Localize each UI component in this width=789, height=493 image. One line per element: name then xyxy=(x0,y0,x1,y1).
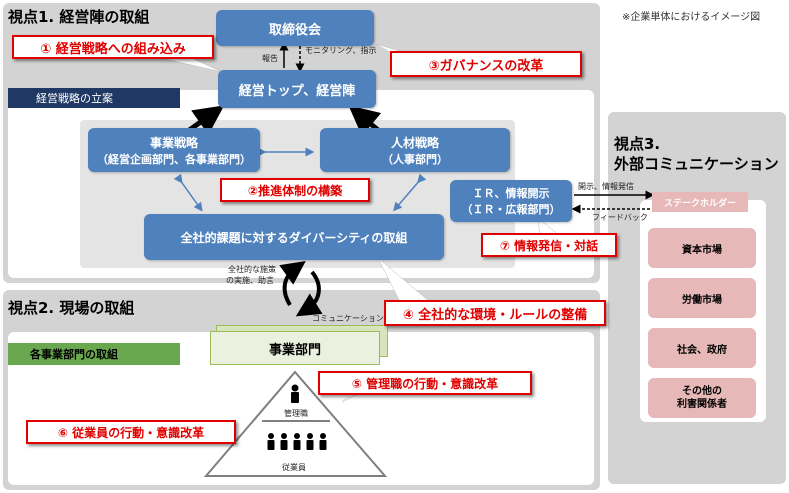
callout-2-label: ②推進体制の構築 xyxy=(247,183,343,198)
disclosure-label: 開示、情報発信 xyxy=(578,182,634,191)
measures-label-2: の実施、助言 xyxy=(226,276,274,285)
manager-person-icon xyxy=(291,384,299,403)
stakeholder-item-label: その他の利害関係者 xyxy=(677,386,727,410)
dept-label: 各事業部門の取組 xyxy=(8,343,180,365)
callout-7-label: ⑦ 情報発信・対話 xyxy=(499,238,599,253)
stakeholder-others: その他の利害関係者 xyxy=(648,378,756,418)
communication-label: コミュニケーション xyxy=(312,314,384,323)
employee-people-icon xyxy=(267,433,327,450)
business-dept-label: 事業部門 xyxy=(268,342,321,358)
feedback-label: フィードバック xyxy=(592,213,648,222)
view3-title-line2: 外部コミュニケーション xyxy=(614,155,779,173)
view3-title-line1: 視点3. xyxy=(614,135,661,153)
diversity-initiative-label: 全社的課題に対するダイバーシティの取組 xyxy=(180,230,408,245)
measures-label-1: 全社的な施策 xyxy=(228,265,276,274)
callout-3: ③ガバナンスの改革 xyxy=(390,51,582,77)
hr-strategy-label: 人材戦略 xyxy=(390,135,439,150)
managers-label: 管理職 xyxy=(284,409,308,418)
diversity-initiative-box: 全社的課題に対するダイバーシティの取組 xyxy=(144,214,444,260)
stakeholder-item-label: 社会、政府 xyxy=(677,344,727,356)
top-management-label: 経営トップ、経営陣 xyxy=(238,83,356,99)
business-dept-box: 事業部門 xyxy=(210,331,380,365)
business-strategy-box: 事業戦略 （経営企画部門、各事業部門） xyxy=(88,128,260,172)
ir-box: ＩＲ、情報開示 （ＩＲ・広報部門） xyxy=(450,180,572,222)
image-note: ※企業単体におけるイメージ図 xyxy=(622,12,761,23)
view2-title: 視点2. 現場の取組 xyxy=(8,299,135,317)
ir-label: ＩＲ、情報開示 xyxy=(472,187,550,200)
stakeholder-item-label: 労働市場 xyxy=(682,294,722,306)
stakeholder-capital-market: 資本市場 xyxy=(648,228,756,268)
business-strategy-sub: （経営企画部門、各事業部門） xyxy=(97,152,251,166)
view1-title: 視点1. 経営陣の取組 xyxy=(8,8,150,26)
strategy-label: 経営戦略の立案 xyxy=(8,88,180,108)
top-management-box: 経営トップ、経営陣 xyxy=(218,70,376,108)
stakeholder-header: ステークホルダー xyxy=(652,192,748,212)
monitoring-label: モニタリング、指示 xyxy=(305,46,377,55)
employees-label: 従業員 xyxy=(282,463,306,472)
report-label: 報告 xyxy=(262,54,278,63)
callout-6-label: ⑥ 従業員の行動・意識改革 xyxy=(57,425,205,440)
business-strategy-label: 事業戦略 xyxy=(149,135,198,150)
stakeholder-item-label: 資本市場 xyxy=(682,244,722,256)
callout-1: ① 経営戦略への組み込み xyxy=(12,35,214,59)
callout-4: ④ 全社的な環境・ルールの整備 xyxy=(384,300,606,326)
hr-strategy-box: 人材戦略 （人事部門） xyxy=(320,128,510,172)
callout-2: ②推進体制の構築 xyxy=(220,178,370,202)
callout-6: ⑥ 従業員の行動・意識改革 xyxy=(26,420,236,444)
board-box: 取締役会 xyxy=(216,10,374,46)
callout-7: ⑦ 情報発信・対話 xyxy=(481,233,617,257)
callout-3-label: ③ガバナンスの改革 xyxy=(428,58,544,74)
ir-sub: （ＩＲ・広報部門） xyxy=(461,203,561,216)
callout-1-label: ① 経営戦略への組み込み xyxy=(40,41,186,57)
board-label: 取締役会 xyxy=(268,22,321,38)
hr-strategy-sub: （人事部門） xyxy=(382,152,448,166)
stakeholder-society-government: 社会、政府 xyxy=(648,328,756,368)
stakeholder-label: ステークホルダー xyxy=(663,198,736,209)
callout-5-label: ⑤ 管理職の行動・意識改革 xyxy=(351,376,499,391)
callout-4-label: ④ 全社的な環境・ルールの整備 xyxy=(402,307,588,323)
stakeholder-labor-market: 労働市場 xyxy=(648,278,756,318)
callout-5: ⑤ 管理職の行動・意識改革 xyxy=(318,371,532,395)
